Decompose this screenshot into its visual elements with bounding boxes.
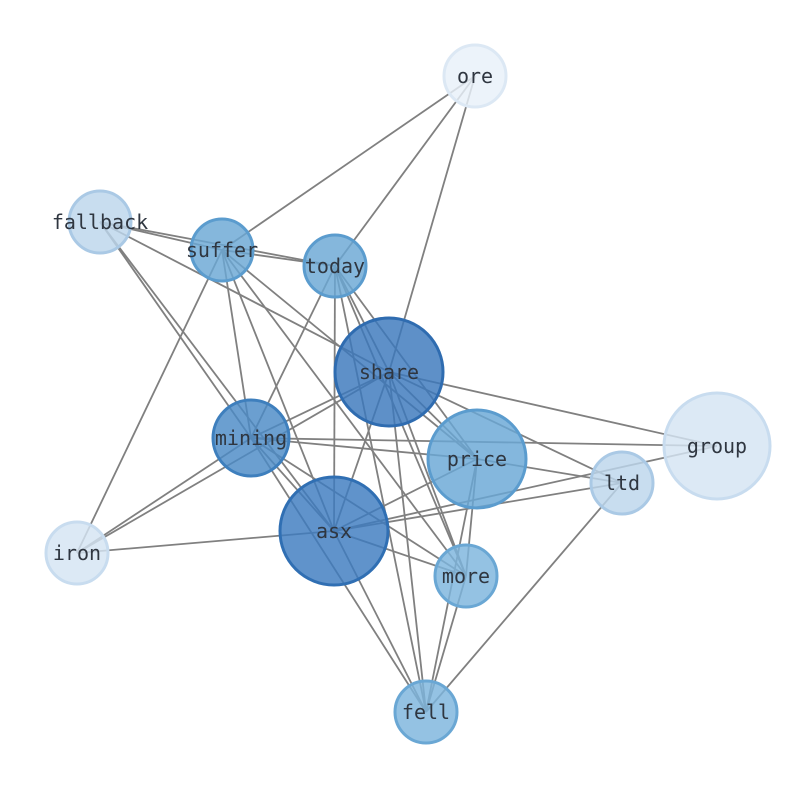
node-circle-iron: [44, 520, 110, 586]
node-label-fell: fell: [402, 700, 450, 724]
node-circle-more: [433, 543, 499, 609]
node-price: price: [426, 408, 528, 510]
node-today: today: [302, 233, 368, 299]
edge-suffer-iron: [76, 249, 223, 554]
node-label-share: share: [359, 360, 419, 384]
node-circle-asx: [278, 475, 390, 587]
node-circle-today: [302, 233, 368, 299]
edge-ltd-fell: [425, 482, 623, 713]
node-label-today: today: [305, 254, 365, 278]
node-circle-fell: [393, 679, 459, 745]
node-circle-suffer: [189, 217, 255, 283]
edge-suffer-more: [221, 249, 467, 577]
edge-ore-suffer: [221, 75, 476, 251]
node-label-group: group: [687, 434, 747, 458]
node-label-asx: asx: [316, 519, 352, 543]
node-share: share: [333, 316, 445, 428]
node-label-price: price: [447, 447, 507, 471]
edge-fallback-asx: [99, 221, 335, 532]
node-label-fallback: fallback: [52, 210, 148, 234]
node-circle-share: [333, 316, 445, 428]
node-asx: asx: [278, 475, 390, 587]
node-ltd: ltd: [589, 450, 655, 516]
edge-fallback-mining: [99, 221, 252, 439]
node-more: more: [433, 543, 499, 609]
node-label-more: more: [442, 564, 490, 588]
node-fell: fell: [393, 679, 459, 745]
node-label-iron: iron: [53, 541, 101, 565]
node-label-ltd: ltd: [604, 471, 640, 495]
node-group: group: [662, 391, 772, 501]
node-mining: mining: [211, 398, 291, 478]
node-iron: iron: [44, 520, 110, 586]
node-circle-group: [662, 391, 772, 501]
edge-group-asx: [333, 445, 718, 532]
edge-ore-today: [334, 75, 476, 267]
node-circle-fallback: [67, 189, 133, 255]
node-label-ore: ore: [457, 64, 493, 88]
node-label-mining: mining: [215, 426, 287, 450]
node-circle-price: [426, 408, 528, 510]
node-label-suffer: suffer: [186, 238, 258, 262]
node-circle-ore: [442, 43, 508, 109]
node-circle-ltd: [589, 450, 655, 516]
node-layer: ore fallback suffer today share mining price gr…: [44, 43, 772, 745]
node-circle-mining: [211, 398, 291, 478]
edge-share-group: [388, 371, 718, 447]
node-fallback: fallback: [52, 189, 148, 255]
node-ore: ore: [442, 43, 508, 109]
edge-share-fell: [388, 371, 427, 713]
node-suffer: suffer: [186, 217, 258, 283]
